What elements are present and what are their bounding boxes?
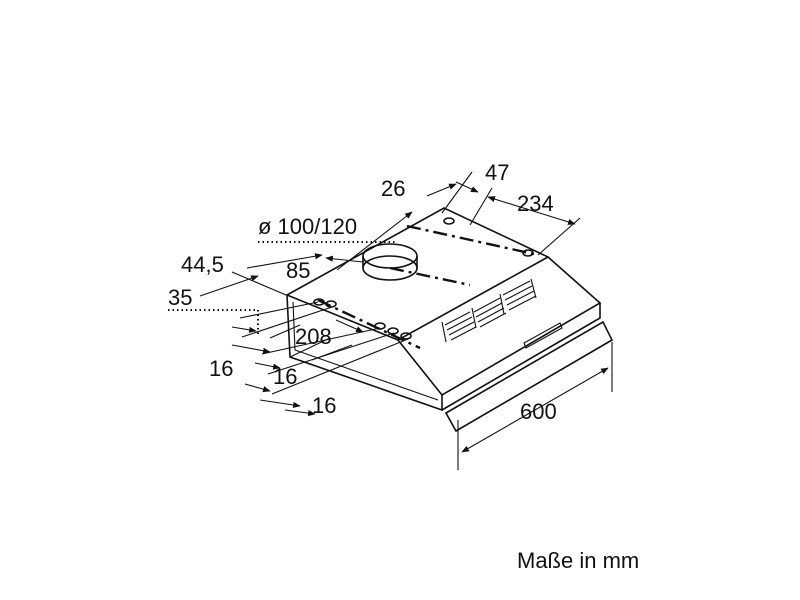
- units-caption: Maße in mm: [517, 548, 640, 573]
- dim-35: 35: [168, 285, 192, 310]
- dim-600: 600: [520, 399, 557, 424]
- dimension-lines: [168, 171, 613, 470]
- mounting-holes: [313, 217, 534, 340]
- duct-collar: [362, 243, 418, 281]
- dim-47: 47: [485, 160, 509, 185]
- vent-grilles: [441, 278, 537, 343]
- center-lines: [317, 224, 535, 350]
- dim-44-5: 44,5: [181, 252, 224, 277]
- dim-16-left: 16: [209, 356, 233, 381]
- dim-16-middle: 16: [273, 364, 297, 389]
- dim-85: 85: [286, 258, 310, 283]
- dim-16-bottom: 16: [312, 393, 336, 418]
- dim-234: 234: [517, 191, 554, 216]
- dim-208: 208: [295, 324, 332, 349]
- dim-duct-diameter: ø 100/120: [258, 214, 357, 239]
- dim-26: 26: [381, 176, 405, 201]
